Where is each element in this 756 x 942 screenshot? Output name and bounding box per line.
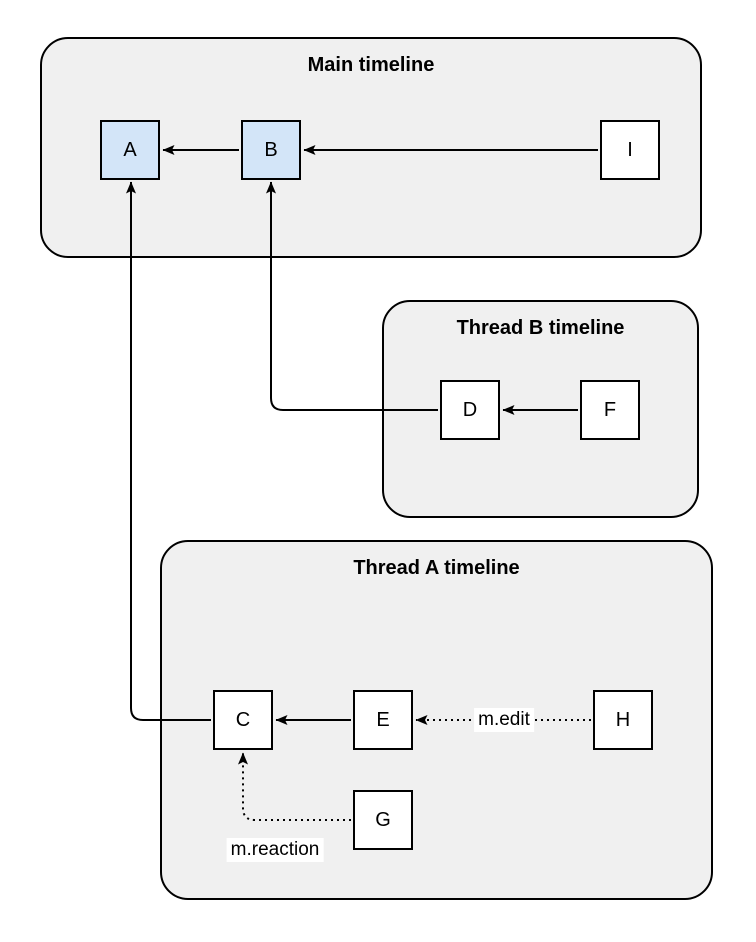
event-node-i: I <box>600 120 660 180</box>
event-node-g: G <box>353 790 413 850</box>
event-node-c-label: C <box>235 708 251 731</box>
event-node-h: H <box>593 690 653 750</box>
event-node-a-label: A <box>123 138 137 161</box>
event-node-i-label: I <box>627 138 633 161</box>
edge-label-m-reaction: m.reaction <box>226 838 324 862</box>
event-node-f: F <box>580 380 640 440</box>
event-node-a: A <box>100 120 160 180</box>
panel-main-timeline-title: Main timeline <box>307 54 435 76</box>
panel-thread-a-timeline-title: Thread A timeline <box>353 557 520 579</box>
event-node-e: E <box>353 690 413 750</box>
event-node-b-label: B <box>264 138 278 161</box>
event-node-d: D <box>440 380 500 440</box>
panel-thread-b-timeline-title: Thread B timeline <box>456 317 625 339</box>
event-node-h-label: H <box>615 708 631 731</box>
event-node-f-label: F <box>603 398 617 421</box>
panel-thread-b-timeline: Thread B timeline <box>382 300 699 518</box>
edge-label-m-edit: m.edit <box>474 708 534 732</box>
event-node-d-label: D <box>462 398 478 421</box>
event-node-g-label: G <box>375 808 391 831</box>
event-node-c: C <box>213 690 273 750</box>
event-node-e-label: E <box>376 708 390 731</box>
event-node-b: B <box>241 120 301 180</box>
